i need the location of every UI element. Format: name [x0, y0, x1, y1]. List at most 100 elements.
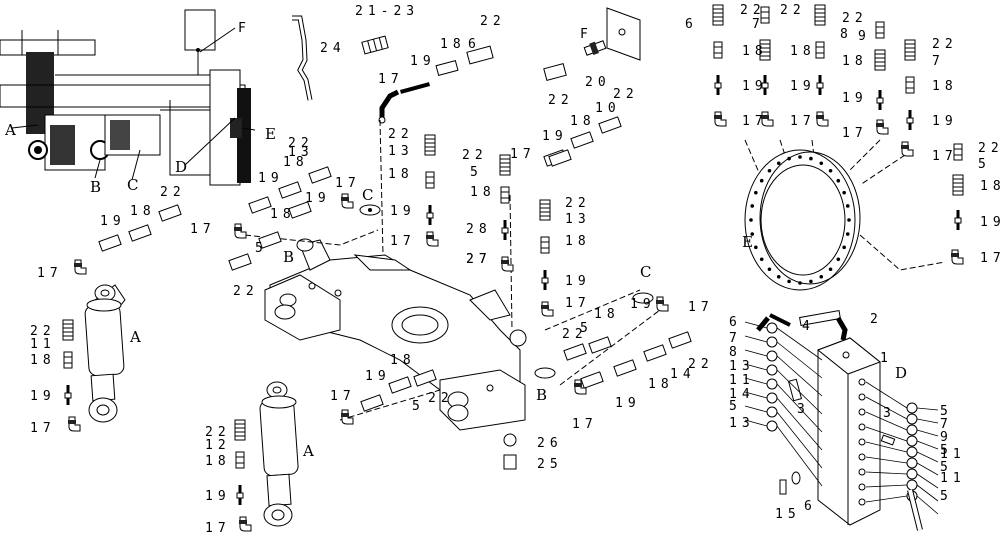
- label-leader: [744, 335, 768, 343]
- label-18: 18: [790, 44, 816, 59]
- label-1: 1: [880, 351, 893, 366]
- label-D: D: [175, 158, 187, 176]
- elbow-fitting: [900, 141, 914, 157]
- port-fitting: [766, 406, 778, 418]
- nipple-fitting: [953, 208, 963, 232]
- label-19: 19: [410, 54, 436, 69]
- angled-fitting: [158, 204, 182, 222]
- cylinder-left: [84, 284, 126, 423]
- block-port: [858, 438, 866, 446]
- label-17: 17: [932, 149, 958, 164]
- label-22: 22: [160, 185, 186, 200]
- bolt-hole: [842, 190, 846, 195]
- elbow-fitting: [238, 516, 252, 532]
- fitting: [815, 41, 825, 59]
- port-fitting: [766, 420, 778, 432]
- label-22: 22: [548, 93, 574, 108]
- port-fitting: [766, 350, 778, 362]
- label-3: 3: [883, 406, 896, 421]
- label-20: 20: [585, 75, 611, 90]
- nipple-fitting: [500, 218, 510, 242]
- port-fitting: [766, 364, 778, 376]
- bolt-hole: [749, 218, 753, 222]
- label-18: 18: [440, 37, 466, 52]
- bolt-hole: [836, 257, 841, 262]
- bolt-hole: [847, 218, 851, 222]
- label-17: 17: [378, 72, 404, 87]
- label-5: 5: [255, 241, 268, 256]
- port-fitting: [766, 392, 778, 404]
- bolt-hole: [754, 190, 758, 195]
- bolt-hole: [828, 168, 833, 173]
- elbow-fitting: [713, 111, 727, 127]
- elbow-fitting: [425, 231, 439, 247]
- angled-fitting: [588, 336, 612, 354]
- elbow-fitting: [540, 301, 554, 317]
- label-leader: [916, 473, 939, 489]
- port-fitting: [906, 435, 918, 447]
- label-leader: [916, 440, 939, 450]
- angled-fitting: [228, 253, 252, 271]
- block-port: [858, 468, 866, 476]
- label-5: 5: [580, 321, 593, 336]
- label-A: A: [4, 121, 16, 139]
- port-leader: [776, 369, 823, 415]
- label-18: 18: [30, 353, 56, 368]
- label-22: 22: [462, 148, 488, 163]
- label-17: 17: [565, 296, 591, 311]
- fitting: [235, 451, 245, 469]
- fitting: [713, 41, 723, 59]
- port-leader: [776, 327, 823, 361]
- label-A: A: [129, 328, 141, 346]
- label-22: 22: [388, 127, 414, 142]
- fitting: [875, 21, 885, 39]
- label-5: 5: [940, 443, 953, 458]
- inset-callouts: [11, 27, 256, 181]
- port-fitting: [906, 457, 918, 469]
- bolt-hole: [787, 156, 791, 161]
- bolt-hole: [798, 155, 802, 159]
- block-port: [858, 483, 866, 491]
- bolt-hole: [759, 257, 764, 262]
- angled-fitting: [570, 131, 594, 149]
- label-D: D: [895, 364, 907, 382]
- label-19: 19: [30, 389, 56, 404]
- nipple-fitting: [235, 483, 245, 507]
- label-18: 18: [388, 167, 414, 182]
- label-6: 6: [804, 499, 817, 514]
- nipple-fitting: [875, 88, 885, 112]
- angled-fitting: [308, 166, 332, 184]
- label-19: 19: [365, 369, 391, 384]
- fitting: [814, 4, 826, 26]
- bolt-hole: [819, 274, 824, 279]
- port-leader: [776, 383, 823, 433]
- label-13: 13: [565, 212, 591, 227]
- top-hoses: [292, 7, 641, 124]
- label-11: 11: [940, 471, 966, 486]
- axle-frame: [264, 204, 654, 470]
- callout-labels: 21-23 24 F F 20 22 6 18 19 17 22 A B C D…: [4, 3, 1000, 536]
- label-17: 17: [688, 300, 714, 315]
- elbow-fitting: [67, 416, 81, 432]
- bolt-hole: [750, 204, 755, 208]
- port-leader: [865, 441, 908, 453]
- slewing-ring: [744, 149, 861, 291]
- label-leader: [744, 405, 768, 413]
- label-leader: [744, 349, 768, 357]
- block-port: [858, 378, 866, 386]
- fitting: [62, 319, 74, 341]
- label-18: 18: [390, 353, 416, 368]
- label-18: 18: [283, 155, 309, 170]
- label-B: B: [536, 386, 547, 404]
- label-leader: [916, 451, 939, 463]
- label-28: 28: [466, 222, 492, 237]
- nipple-fitting: [815, 73, 825, 97]
- fitting: [712, 4, 724, 26]
- nipple-fitting: [540, 268, 550, 292]
- label-6: 6: [685, 17, 698, 32]
- label-22: 22: [30, 324, 56, 339]
- elbow-fitting: [875, 119, 889, 135]
- label-leader: [744, 377, 768, 385]
- port-fitting: [906, 479, 918, 491]
- label-leader: [916, 484, 939, 502]
